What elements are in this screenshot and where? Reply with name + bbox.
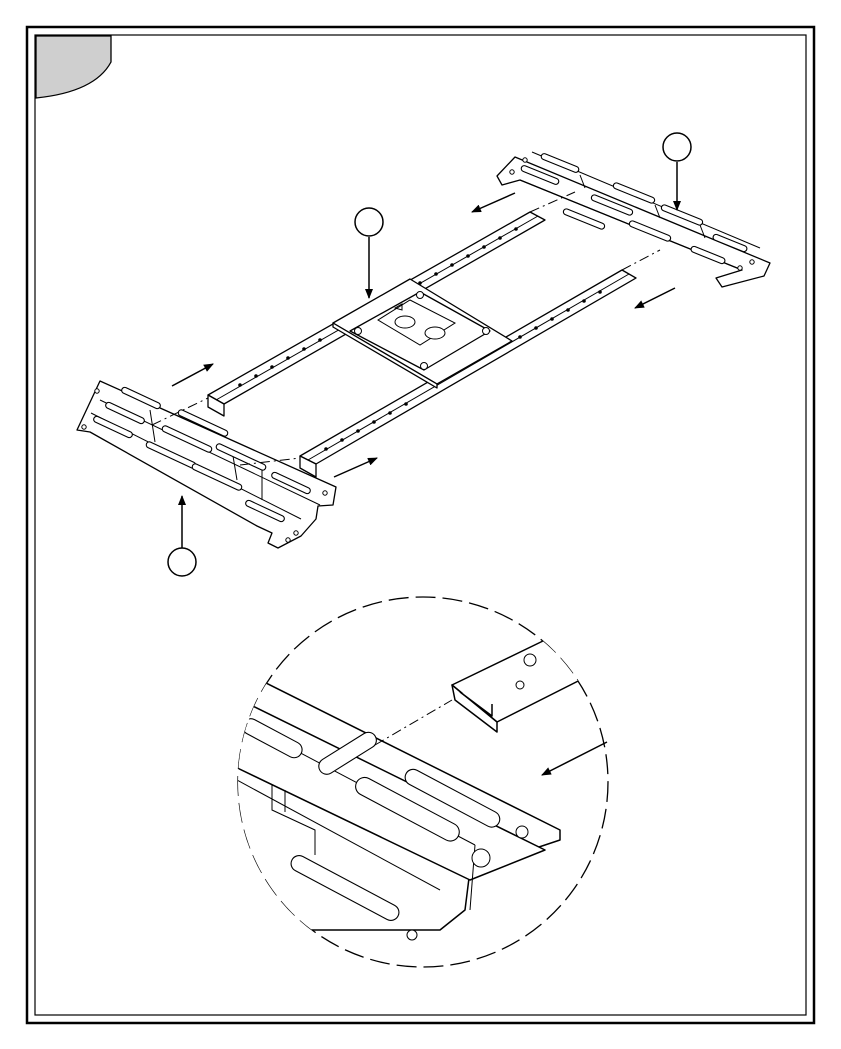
- callout-center-plate: [355, 208, 383, 298]
- left-wall-plate: [77, 381, 336, 548]
- detail-view: [200, 597, 608, 967]
- insert-arrow-icon: [472, 193, 515, 212]
- callout-right-plate: [663, 133, 691, 210]
- callout-left-plate: [168, 496, 196, 576]
- center-line-right-lower: [622, 250, 660, 270]
- center-mounting-plate: [333, 279, 512, 388]
- insert-arrow-icon: [334, 458, 377, 477]
- lower-rail: [300, 270, 636, 477]
- insert-arrow-icon: [172, 364, 213, 386]
- insert-arrow-icon: [635, 288, 675, 308]
- step-tab: [36, 36, 111, 98]
